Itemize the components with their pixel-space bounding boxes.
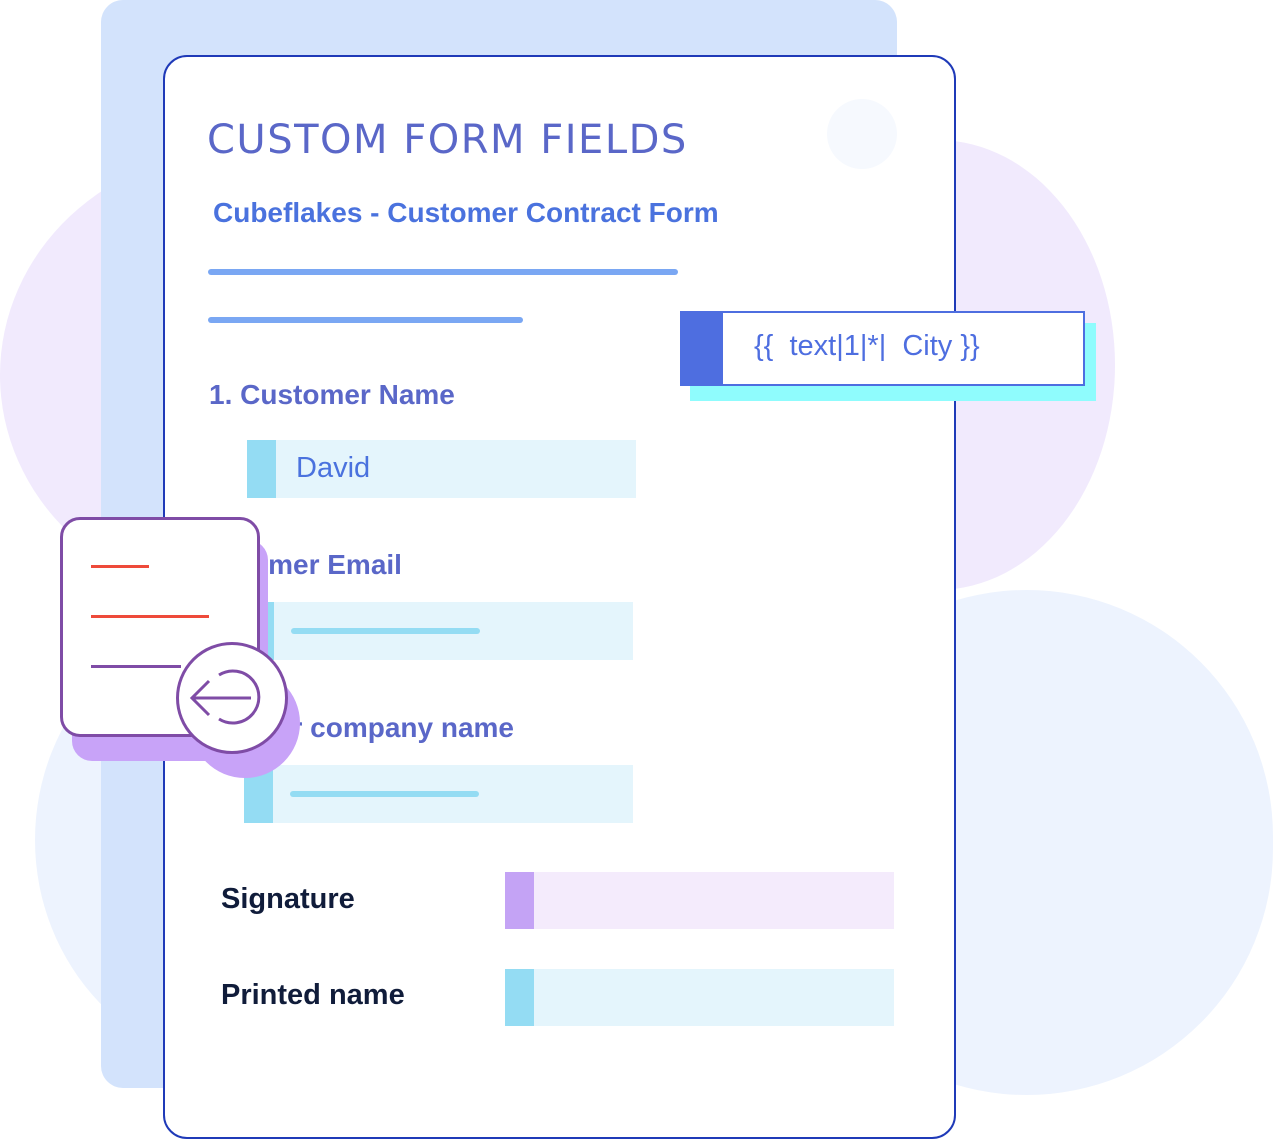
printed-name-field[interactable]	[505, 969, 894, 1026]
signature-label: Signature	[221, 883, 355, 915]
customer-company-field[interactable]	[244, 765, 633, 823]
printed-name-label: Printed name	[221, 979, 405, 1011]
form-subtitle: Cubeflakes - Customer Contract Form	[213, 197, 719, 228]
customer-email-field[interactable]	[245, 602, 633, 660]
field-placeholder-line	[291, 628, 480, 634]
form-title: CUSTOM FORM FIELDS	[207, 117, 688, 163]
tag-accent	[682, 313, 723, 384]
return-arrow-glyph	[189, 669, 261, 725]
field-accent	[247, 440, 276, 498]
document-line	[91, 565, 149, 568]
signature-field[interactable]	[505, 872, 894, 929]
field-placeholder-line	[290, 791, 479, 797]
document-line	[91, 665, 181, 668]
text-placeholder-line	[208, 317, 523, 323]
return-arrow-icon	[176, 642, 288, 754]
customer-name-label: 1. Customer Name	[209, 379, 455, 410]
field-tag-text: {{ text|1|*| City }}	[754, 330, 980, 362]
customer-name-value: David	[296, 452, 371, 484]
form-card: CUSTOM FORM FIELDS Cubeflakes - Customer…	[163, 55, 956, 1139]
text-placeholder-line	[208, 269, 678, 275]
field-accent	[505, 969, 534, 1026]
document-line	[91, 615, 209, 618]
field-accent	[505, 872, 534, 929]
field-tag-chip: {{ text|1|*| City }}	[680, 311, 1085, 386]
customer-name-field[interactable]: David	[247, 440, 636, 498]
decorative-dot	[827, 99, 897, 169]
